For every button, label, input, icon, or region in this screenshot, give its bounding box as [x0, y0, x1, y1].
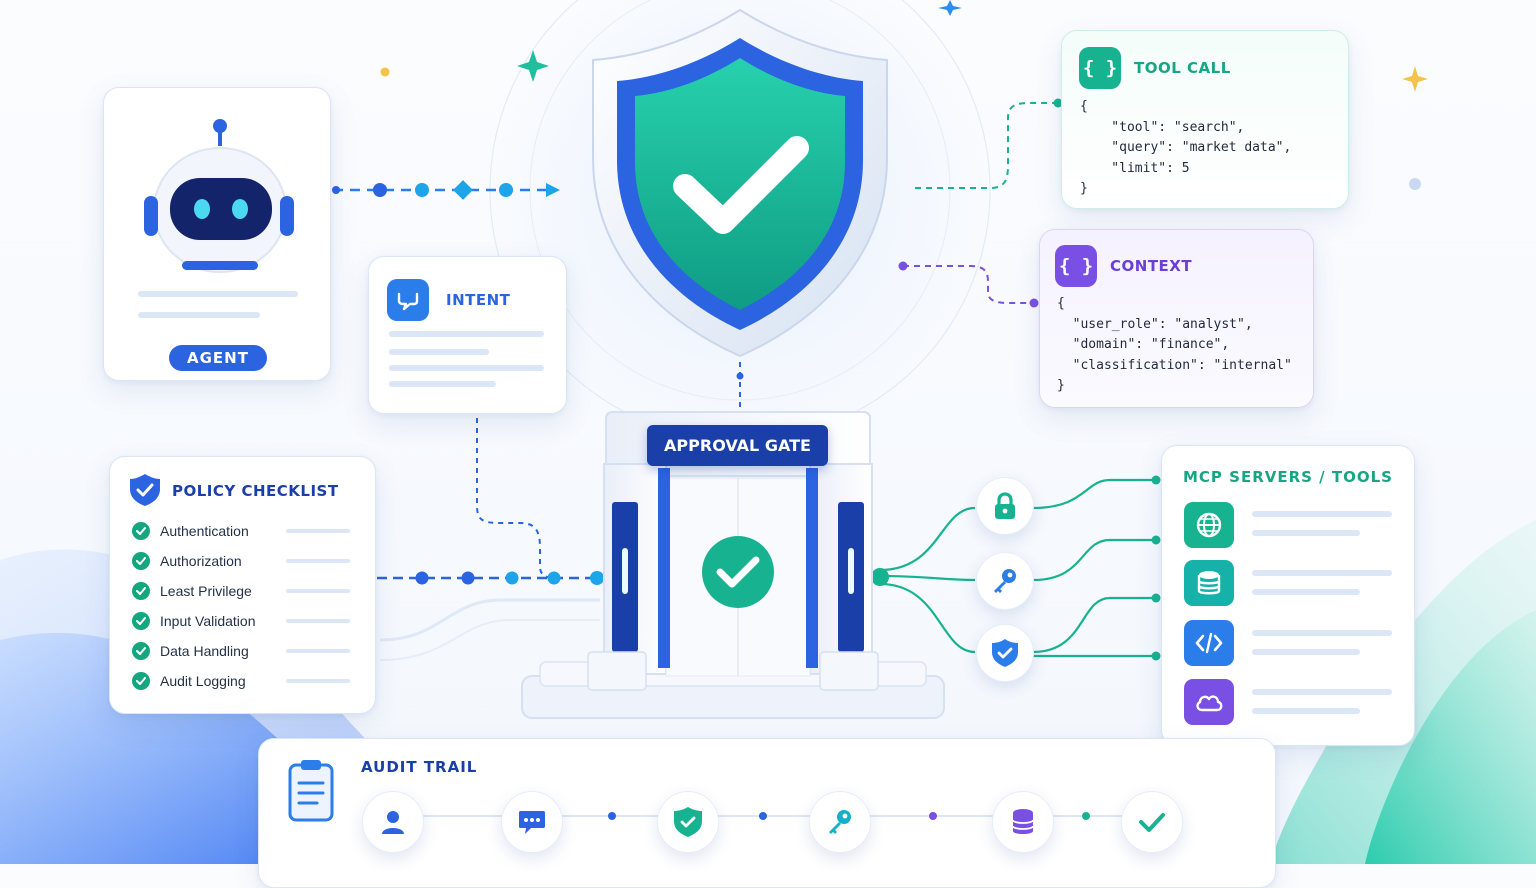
- policy-item-label: Authorization: [160, 553, 242, 569]
- audit-trail-card[interactable]: AUDIT TRAIL: [258, 738, 1276, 888]
- policy-item-bar: [286, 679, 350, 683]
- check-circle-icon: [132, 552, 150, 570]
- code-line: "tool": "search",: [1080, 119, 1245, 135]
- cloud-icon[interactable]: [1184, 679, 1234, 725]
- approval-gate-title: APPROVAL GATE: [647, 425, 828, 466]
- code-icon[interactable]: [1184, 620, 1234, 666]
- database-icon[interactable]: [1184, 560, 1234, 606]
- policy-item[interactable]: Audit Logging: [132, 670, 246, 692]
- code-braces-icon: { }: [1055, 245, 1097, 287]
- shield-badge[interactable]: [976, 624, 1034, 682]
- context-title: CONTEXT: [1110, 257, 1193, 275]
- intent-text-bar: [389, 331, 544, 337]
- check-circle-icon: [132, 612, 150, 630]
- context-code: { "user_role": "analyst", "domain": "fin…: [1057, 294, 1292, 397]
- check-circle-icon: [132, 642, 150, 660]
- agent-label: AGENT: [169, 345, 267, 371]
- policy-item-bar: [286, 589, 350, 593]
- policy-item[interactable]: Authorization: [132, 550, 242, 572]
- policy-item-label: Input Validation: [160, 613, 256, 629]
- check-circle-icon: [132, 672, 150, 690]
- intent-text-bar: [389, 349, 489, 355]
- connector-lines: [332, 98, 1161, 661]
- context-card[interactable]: { } CONTEXT { "user_role": "analyst", "d…: [1039, 229, 1314, 408]
- code-line: "user_role": "analyst",: [1057, 316, 1253, 332]
- policy-item-label: Authentication: [160, 523, 249, 539]
- security-shield: [592, 8, 888, 358]
- code-line: }: [1080, 181, 1088, 196]
- mcp-title: MCP SERVERS / TOOLS: [1183, 468, 1393, 486]
- code-line: }: [1057, 378, 1065, 393]
- intent-card[interactable]: INTENT: [368, 256, 567, 414]
- agent-text-bar: [138, 312, 260, 318]
- intent-title: INTENT: [446, 291, 511, 309]
- code-line: {: [1080, 99, 1088, 114]
- code-line: "query": "market data",: [1080, 140, 1292, 155]
- tool-call-title: TOOL CALL: [1134, 59, 1231, 77]
- policy-item[interactable]: Input Validation: [132, 610, 255, 632]
- code-line: "domain": "finance",: [1057, 337, 1230, 352]
- key-icon[interactable]: [809, 791, 871, 853]
- policy-item[interactable]: Least Privilege: [132, 580, 252, 602]
- check-icon[interactable]: [1121, 791, 1183, 853]
- check-circle-icon: [132, 522, 150, 540]
- clipboard-icon: [288, 760, 334, 822]
- policy-item[interactable]: Data Handling: [132, 640, 249, 662]
- policy-item-label: Least Privilege: [160, 583, 252, 599]
- agent-card[interactable]: AGENT: [103, 87, 331, 381]
- policy-item-label: Audit Logging: [160, 673, 246, 689]
- shield-check-icon: [130, 474, 160, 506]
- policy-item[interactable]: Authentication: [132, 520, 249, 542]
- code-line: "classification": "internal": [1057, 357, 1292, 373]
- database-icon[interactable]: [992, 791, 1054, 853]
- intent-text-bar: [389, 381, 496, 387]
- check-circle-icon: [132, 582, 150, 600]
- intent-text-bar: [389, 365, 544, 371]
- user-icon[interactable]: [362, 791, 424, 853]
- globe-icon[interactable]: [1184, 502, 1234, 548]
- policy-item-bar: [286, 649, 350, 653]
- policy-item-bar: [286, 559, 350, 563]
- shield-icon: [992, 639, 1018, 667]
- code-braces-icon: { }: [1079, 47, 1121, 89]
- policy-item-bar: [286, 619, 350, 623]
- lock-badge[interactable]: [976, 477, 1034, 535]
- audit-title: AUDIT TRAIL: [361, 758, 478, 776]
- mcp-servers-card[interactable]: MCP SERVERS / TOOLS: [1161, 445, 1415, 746]
- policy-item-bar: [286, 529, 350, 533]
- tool-call-card[interactable]: { } TOOL CALL { "tool": "search", "query…: [1061, 30, 1349, 209]
- chat-icon: [387, 279, 429, 321]
- policy-item-label: Data Handling: [160, 643, 249, 659]
- key-badge[interactable]: [976, 552, 1034, 610]
- robot-icon: [144, 119, 294, 273]
- code-line: {: [1057, 296, 1065, 311]
- tool-call-code: { "tool": "search", "query": "market dat…: [1080, 97, 1291, 200]
- lock-icon: [995, 492, 1015, 519]
- key-icon: [994, 569, 1016, 593]
- agent-text-bar: [138, 291, 298, 297]
- code-line: "limit": 5: [1080, 160, 1190, 176]
- chat-icon[interactable]: [501, 791, 563, 853]
- policy-title: POLICY CHECKLIST: [172, 482, 339, 500]
- shield-icon[interactable]: [657, 791, 719, 853]
